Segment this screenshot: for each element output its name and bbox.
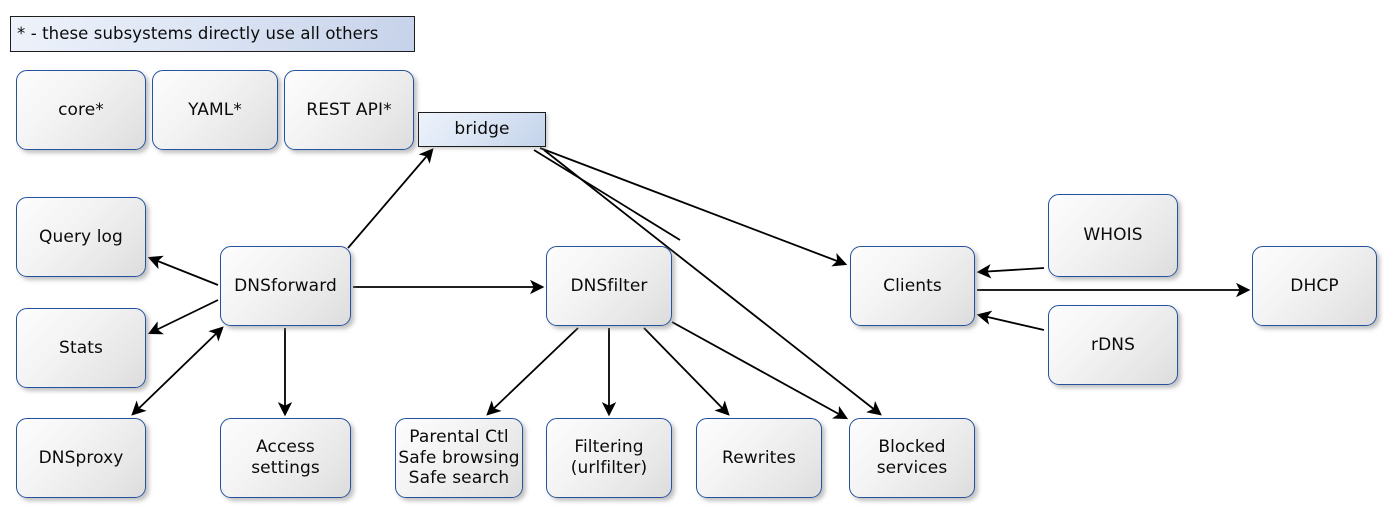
- legend-text: * - these subsystems directly use all ot…: [17, 23, 379, 43]
- node-label-stats: Stats: [59, 337, 103, 358]
- node-label-clients: Clients: [883, 275, 942, 296]
- node-filtering[interactable]: Filtering (urlfilter): [546, 418, 672, 498]
- node-whois[interactable]: WHOIS: [1048, 194, 1178, 277]
- node-label-blocked: Blocked services: [876, 437, 948, 478]
- node-dnsforward[interactable]: DNSforward: [220, 246, 351, 326]
- node-label-dnsproxy: DNSproxy: [38, 447, 124, 468]
- edge-rdns-clients: [976, 310, 1045, 331]
- node-label-yaml: YAML*: [188, 99, 242, 120]
- node-label-access: Access settings: [251, 437, 320, 478]
- node-blocked[interactable]: Blocked services: [849, 418, 975, 498]
- node-label-whois: WHOIS: [1083, 225, 1143, 246]
- node-core[interactable]: core*: [16, 70, 146, 150]
- edge-dnsforward-querylog: [147, 255, 219, 286]
- edge-dnsfilter-blocked: [671, 321, 849, 420]
- node-label-parental: Parental Ctl Safe browsing Safe search: [398, 426, 520, 489]
- edge-dnsfilter-parental: [486, 327, 579, 416]
- node-yaml[interactable]: YAML*: [152, 70, 278, 150]
- node-access[interactable]: Access settings: [220, 418, 351, 498]
- node-label-core: core*: [58, 99, 104, 120]
- edge-dnsforward-bridge: [347, 148, 434, 249]
- edge-whois-clients: [976, 264, 1045, 279]
- node-parental[interactable]: Parental Ctl Safe browsing Safe search: [395, 418, 523, 498]
- node-rewrites[interactable]: Rewrites: [696, 418, 822, 498]
- node-dhcp[interactable]: DHCP: [1252, 246, 1377, 326]
- node-label-bridge: bridge: [454, 119, 510, 140]
- node-bridge[interactable]: bridge: [418, 112, 546, 147]
- node-label-dnsfilter: DNSfilter: [570, 275, 648, 296]
- node-querylog[interactable]: Query log: [16, 197, 146, 277]
- node-label-dnsforward: DNSforward: [234, 275, 337, 296]
- node-label-rdns: rDNS: [1091, 334, 1135, 355]
- node-label-querylog: Query log: [39, 226, 123, 247]
- node-label-restapi: REST API*: [306, 99, 392, 120]
- node-label-filtering: Filtering (urlfilter): [570, 437, 648, 478]
- node-clients[interactable]: Clients: [850, 246, 975, 326]
- node-label-rewrites: Rewrites: [722, 447, 796, 468]
- node-stats[interactable]: Stats: [16, 308, 146, 388]
- node-rdns[interactable]: rDNS: [1048, 305, 1178, 385]
- node-dnsfilter[interactable]: DNSfilter: [546, 246, 672, 326]
- edge-dnsforward-stats: [147, 299, 219, 335]
- edge-bridge-dnsfilter: [533, 149, 681, 241]
- edge-dnsforward-dnsproxy: [131, 326, 224, 416]
- edge-dnsfilter-rewrites: [643, 327, 730, 416]
- node-dnsproxy[interactable]: DNSproxy: [16, 418, 146, 498]
- node-label-dhcp: DHCP: [1290, 275, 1339, 296]
- legend-box: * - these subsystems directly use all ot…: [10, 16, 415, 52]
- node-restapi[interactable]: REST API*: [284, 70, 414, 150]
